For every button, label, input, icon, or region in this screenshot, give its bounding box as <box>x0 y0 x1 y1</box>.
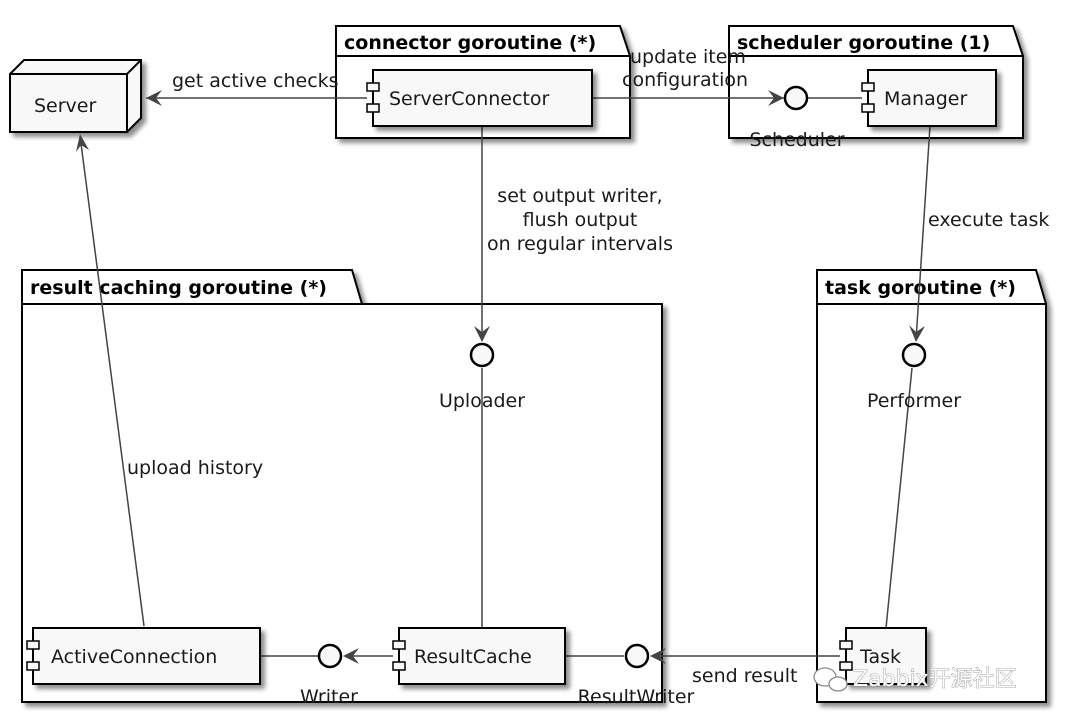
edge-label: send result <box>692 665 797 687</box>
interface-performer: Performer <box>867 342 961 412</box>
edge-label: get active checks <box>172 70 339 92</box>
edge-get-active-checks: get active checks <box>146 70 367 106</box>
interface-uploader: Uploader <box>439 342 525 412</box>
component-active-connection: ActiveConnection <box>26 627 261 685</box>
interface-result-writer: ResultWriter <box>578 643 695 708</box>
package-title: task goroutine (*) <box>825 277 1016 299</box>
watermark: Zabbix开源社区 <box>813 667 1017 692</box>
node-label: Server <box>34 95 96 117</box>
package-title: connector goroutine (*) <box>344 32 596 54</box>
component-label: Manager <box>884 88 967 110</box>
edge-label: update item <box>630 46 746 68</box>
interface-label: ResultWriter <box>578 686 695 708</box>
edge-performer-task <box>885 367 913 629</box>
component-label: Task <box>859 646 901 668</box>
node-server: Server <box>9 59 142 133</box>
interface-label: Performer <box>867 390 961 412</box>
edge-set-output-writer: set output writer, flush output on regul… <box>474 126 673 342</box>
component-label: ServerConnector <box>389 88 549 110</box>
edge-label: set output writer, <box>497 185 662 207</box>
interface-label: Scheduler <box>749 129 844 151</box>
component-task: Task <box>839 627 927 685</box>
component-server-connector: ServerConnector <box>366 69 593 127</box>
component-label: ActiveConnection <box>51 646 217 668</box>
interface-label: Uploader <box>439 390 525 412</box>
edge-update-item-configuration: update item configuration <box>592 46 784 106</box>
package-task-goroutine: task goroutine (*) <box>816 269 1047 703</box>
edge-label: configuration <box>622 69 748 91</box>
component-manager: Manager <box>861 69 997 127</box>
edge-label: on regular intervals <box>487 233 673 255</box>
interface-label: Writer <box>300 686 358 708</box>
edge-send-result: send result <box>650 648 840 687</box>
component-label: ResultCache <box>414 646 532 668</box>
interface-scheduler: Scheduler <box>749 85 845 151</box>
edge-upload-history: upload history <box>76 134 263 627</box>
wechat-icon <box>813 667 848 692</box>
edge-label: flush output <box>523 209 638 231</box>
edge-label: execute task <box>928 209 1049 231</box>
edge-resultcache-writer <box>343 648 393 664</box>
watermark-text: Zabbix开源社区 <box>853 667 1017 692</box>
interface-writer: Writer <box>300 643 358 708</box>
package-title: result caching goroutine (*) <box>30 277 327 299</box>
edge-execute-task: execute task <box>909 125 1049 342</box>
component-result-cache: ResultCache <box>392 627 566 685</box>
package-title: scheduler goroutine (1) <box>737 32 990 54</box>
edge-label: upload history <box>127 457 263 479</box>
package-result-caching-goroutine: result caching goroutine (*) <box>21 269 663 703</box>
